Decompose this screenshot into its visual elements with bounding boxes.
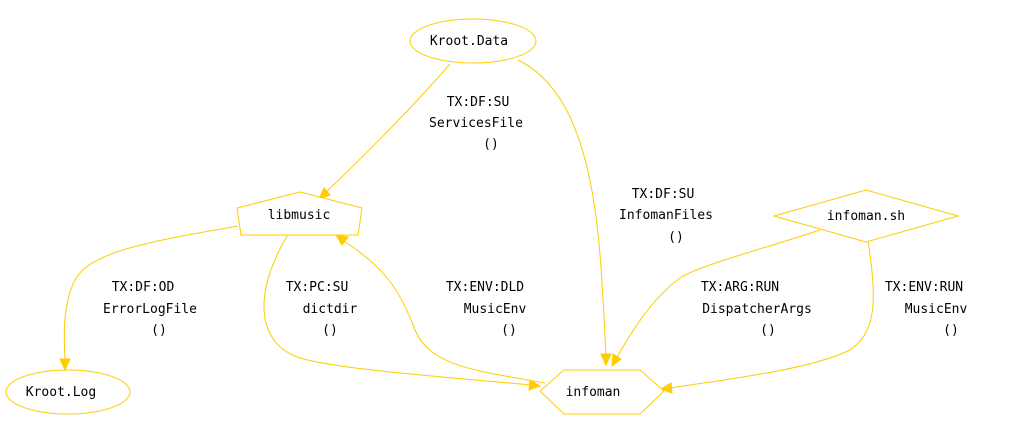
node-libmusic[interactable]: libmusic [236, 191, 363, 236]
edge-args-label: () [483, 137, 499, 152]
edge-kind-label: TX:DF:SU [632, 187, 695, 202]
edge-libmusic-to-kroot-log: TX:DF:OD ErrorLogFile () [59, 225, 239, 372]
edge-name-label: MusicEnv [464, 302, 527, 317]
edge-name-label: MusicEnv [905, 302, 968, 317]
edge-kind-label: TX:ENV:DLD [446, 280, 524, 295]
edge-args-label: () [501, 323, 517, 338]
edge-args-label: () [151, 323, 167, 338]
edge-infoman-sh-to-infoman-args: TX:ARG:RUN DispatcherArgs () [611, 229, 821, 368]
edge-args-label: () [322, 323, 338, 338]
edge-args-label: () [943, 323, 959, 338]
node-label: libmusic [268, 208, 331, 223]
node-infoman-sh[interactable]: infoman.sh [772, 189, 960, 243]
edge-kind-label: TX:DF:SU [447, 95, 510, 110]
edge-name-label: ErrorLogFile [103, 302, 197, 317]
node-label: infoman.sh [827, 209, 905, 224]
edge-libmusic-to-infoman: TX:PC:SU dictdir () [263, 235, 542, 391]
node-label: Kroot.Log [26, 385, 96, 400]
edge-args-label: () [760, 323, 776, 338]
node-kroot-data[interactable]: Kroot.Data [409, 18, 537, 64]
node-infoman[interactable]: infoman [539, 369, 665, 415]
edge-infoman-to-libmusic: TX:ENV:DLD MusicEnv () [335, 234, 546, 384]
node-kroot-log[interactable]: Kroot.Log [5, 369, 131, 415]
node-label: infoman [566, 385, 621, 400]
edge-kroot-data-to-infoman: TX:DF:SU InfomanFiles () [517, 59, 713, 367]
edge-kind-label: TX:ENV:RUN [885, 280, 963, 295]
edge-name-label: DispatcherArgs [702, 302, 812, 317]
edge-kind-label: TX:PC:SU [286, 280, 349, 295]
edge-name-label: InfomanFiles [619, 208, 713, 223]
edge-kind-label: TX:ARG:RUN [701, 280, 779, 295]
node-label: Kroot.Data [430, 34, 508, 49]
edge-kroot-data-to-libmusic: TX:DF:SU ServicesFile () [318, 63, 523, 200]
edge-kind-label: TX:DF:OD [112, 280, 175, 295]
edge-name-label: ServicesFile [429, 116, 523, 131]
edge-args-label: () [668, 230, 684, 245]
edge-name-label: dictdir [303, 302, 358, 317]
edge-infoman-sh-to-infoman-env: TX:ENV:RUN MusicEnv () [659, 239, 968, 394]
